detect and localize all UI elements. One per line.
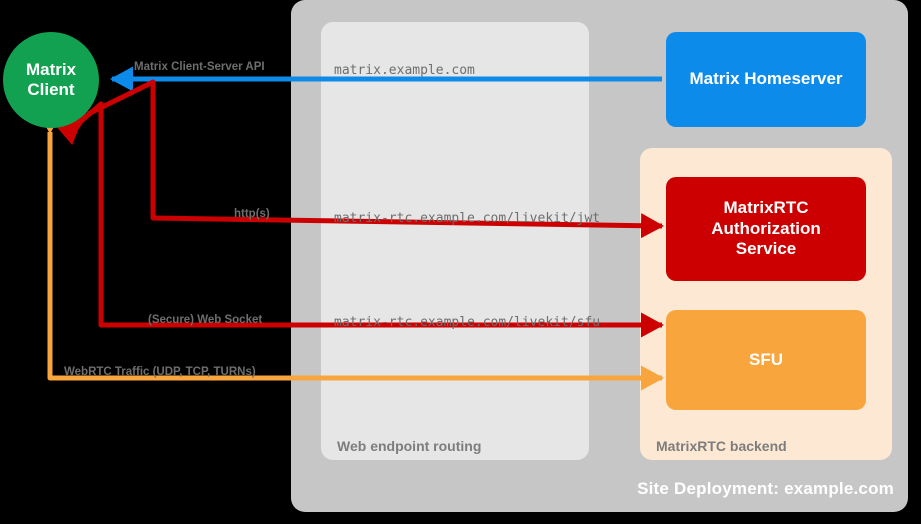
matrix-client-label-line1: Matrix [25, 59, 77, 79]
sfu-label: SFU [749, 349, 783, 369]
flow-label-webrtc-traffic: WebRTC Traffic (UDP, TCP, TURNs) [64, 366, 256, 378]
endpoint-label-matrix: matrix.example.com [334, 63, 475, 78]
auth-service-label-line1: MatrixRTC [723, 198, 809, 218]
matrix-homeserver-label: Matrix Homeserver [689, 69, 843, 89]
flow-label-secure-web-socket: (Secure) Web Socket [148, 314, 263, 326]
web-endpoint-routing-panel [321, 22, 589, 460]
web-endpoint-routing-label: Web endpoint routing [337, 438, 482, 454]
flow-label-http: http(s) [234, 208, 270, 220]
auth-service-label-line2: Authorization [711, 218, 821, 238]
matrixrtc-backend-label: MatrixRTC backend [656, 438, 787, 454]
matrix-homeserver-box[interactable]: Matrix Homeserver [666, 32, 866, 127]
endpoint-label-livekit-jwt: matrix-rtc.example.com/livekit/jwt [334, 211, 601, 226]
auth-service-label-line3: Service [735, 239, 797, 259]
site-deployment-label: Site Deployment: example.com [637, 479, 894, 498]
endpoint-label-livekit-sfu: matrix-rtc.example.com/livekit/sfu [334, 315, 601, 330]
matrix-client-node[interactable]: Matrix Client [3, 32, 99, 128]
matrixrtc-authorization-service-box[interactable]: MatrixRTC Authorization Service [666, 177, 866, 281]
matrix-client-label-line2: Client [27, 80, 75, 99]
flow-label-matrix-client-server-api: Matrix Client-Server API [134, 61, 265, 73]
sfu-box[interactable]: SFU [666, 310, 866, 410]
